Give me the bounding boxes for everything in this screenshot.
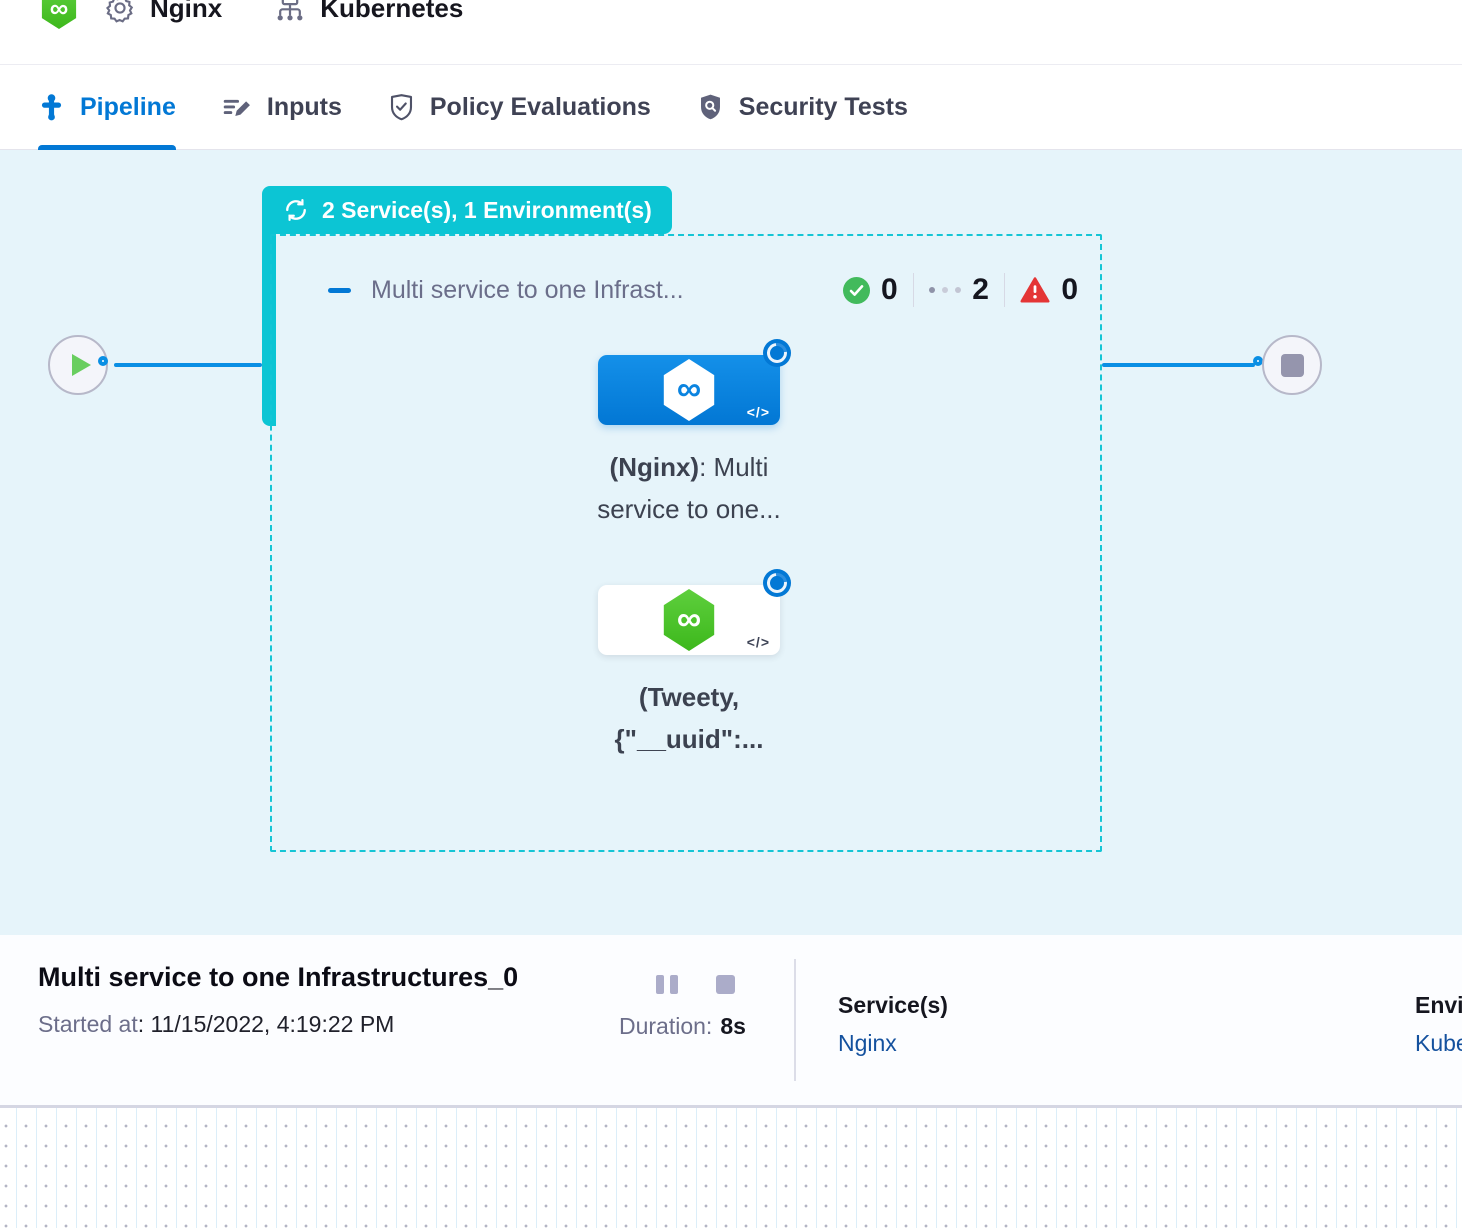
execution-title: Multi service to one Infrastructures_0 (38, 962, 519, 992)
execution-summary-bar: Multi service to one Infrastructures_0 S… (0, 935, 1462, 1105)
stage-group-badge[interactable]: 2 Service(s), 1 Environment(s) (262, 186, 672, 234)
service-node-tweety[interactable]: ∞ </> (598, 569, 791, 655)
pause-button[interactable] (656, 975, 678, 994)
pipeline-start-node[interactable] (48, 335, 108, 395)
connector-port (1253, 356, 1263, 366)
started-at-row: Started at: 11/15/2022, 4:19:22 PM (38, 1011, 395, 1037)
code-glyph: </> (746, 634, 770, 650)
running-dots-icon (929, 287, 962, 293)
environment-sitemap-icon (274, 0, 306, 25)
stage-title: Multi service to one Infrast... (371, 275, 684, 304)
services-column: Service(s) Nginx (838, 992, 948, 1056)
running-spinner-badge (763, 339, 791, 367)
gear-icon (104, 0, 136, 24)
tab-policy-evaluations[interactable]: Policy Evaluations (388, 65, 651, 149)
shield-check-icon (388, 93, 415, 122)
harness-service-logo-icon: ∞ (41, 0, 77, 29)
success-count: 0 (881, 273, 898, 306)
execution-controls (656, 975, 735, 994)
breadcrumb-header: ∞ Nginx Kubernetes (0, 0, 1462, 64)
tab-security-tests[interactable]: Security Tests (697, 65, 908, 149)
service-node-nginx[interactable]: ∞ </> (598, 339, 791, 425)
stage-group-strip (262, 230, 276, 426)
failed-count: 0 (1061, 273, 1079, 306)
shield-scan-icon (697, 93, 724, 122)
connector-port (98, 356, 108, 366)
pipeline-icon (38, 93, 65, 121)
edge-stage-to-end (1102, 363, 1255, 367)
tab-pipeline[interactable]: Pipeline (38, 65, 176, 150)
edge-start-to-stage (114, 363, 262, 367)
running-spinner-badge (763, 569, 791, 597)
divider (912, 273, 915, 307)
stage-status-counts: 0 2 0 (843, 268, 1078, 312)
environment-link-kubernetes[interactable]: Kubernetes (1415, 1030, 1462, 1056)
infinity-glyph: ∞ (49, 0, 69, 23)
tab-inputs[interactable]: Inputs (222, 65, 342, 149)
stage-group-container[interactable] (270, 234, 1102, 852)
node-label-nginx: (Nginx): Multi service to one... (597, 452, 781, 524)
code-glyph: </> (746, 404, 770, 420)
node-label-tweety: (Tweety, {"__uuid":... (614, 682, 764, 754)
duration-row: Duration:8s (619, 1013, 746, 1039)
pipeline-canvas: 2 Service(s), 1 Environment(s) Multi ser… (0, 150, 1462, 935)
collapse-minus-icon[interactable] (328, 287, 351, 293)
stage-header: Multi service to one Infrast... (328, 268, 1048, 312)
abort-button[interactable] (716, 975, 735, 994)
divider (1003, 273, 1006, 307)
service-link-nginx[interactable]: Nginx (838, 1030, 897, 1056)
breadcrumb-environment-name[interactable]: Kubernetes (320, 0, 464, 23)
play-icon (71, 354, 91, 376)
inputs-edit-icon (222, 94, 252, 121)
pipeline-end-node[interactable] (1262, 335, 1322, 395)
environments-column: Environment(s) Kubernetes (1415, 992, 1462, 1057)
stop-icon (1280, 353, 1304, 377)
running-count: 2 (972, 273, 989, 306)
warning-triangle-icon (1020, 276, 1050, 304)
success-check-icon (843, 276, 870, 304)
divider (794, 959, 796, 1081)
stage-group-label: 2 Service(s), 1 Environment(s) (322, 196, 652, 223)
breadcrumb: ∞ Nginx Kubernetes (40, 0, 463, 30)
breadcrumb-service-name[interactable]: Nginx (150, 0, 223, 23)
loop-icon (282, 197, 310, 223)
execution-tabbar: Pipeline Inputs Policy Evaluations (0, 64, 1462, 150)
log-canvas-grid (0, 1105, 1462, 1228)
